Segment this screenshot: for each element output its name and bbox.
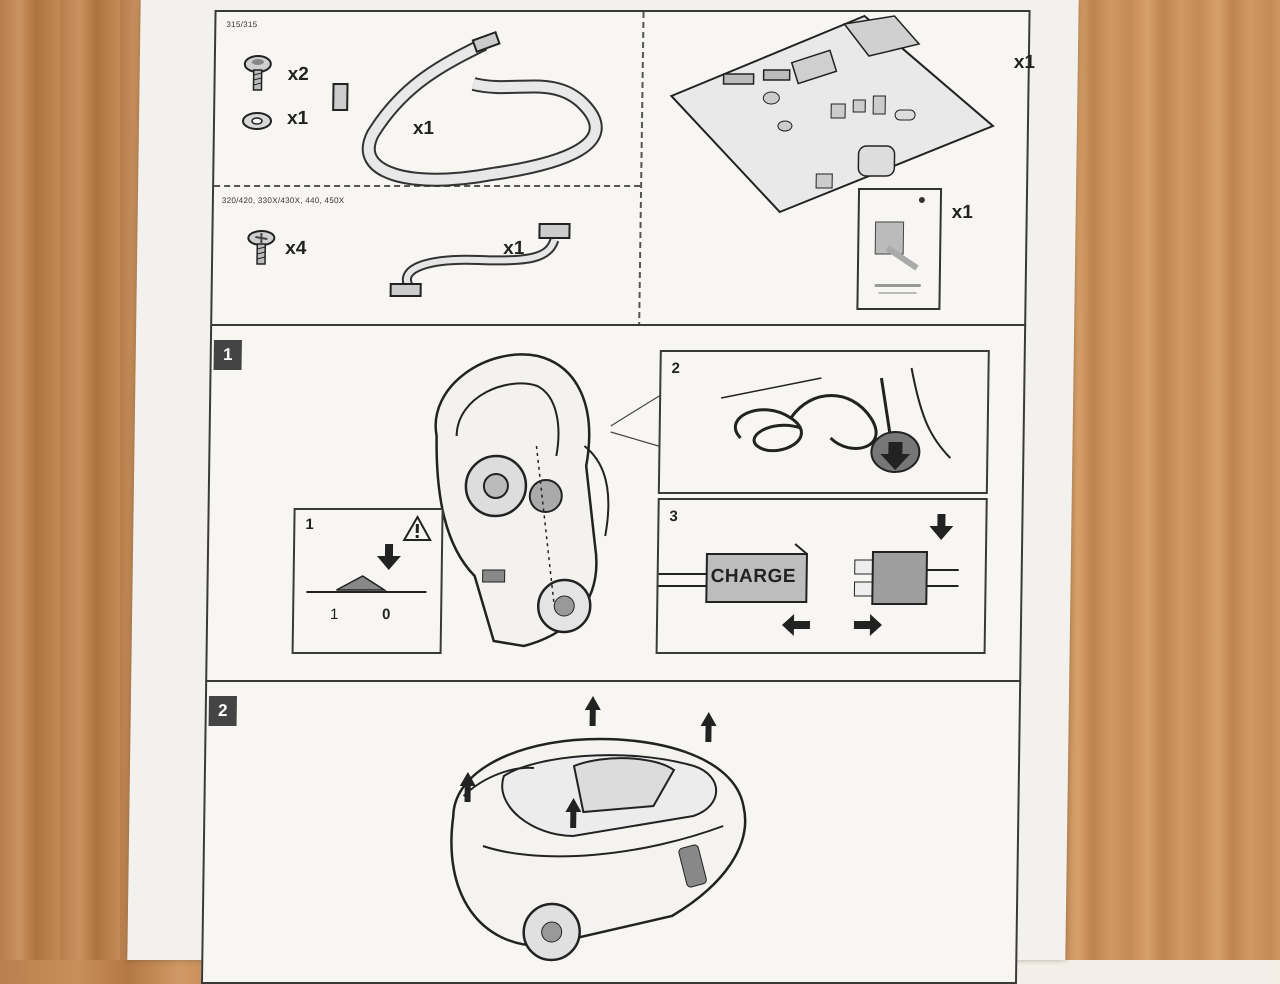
circuit-board-icon <box>669 14 995 214</box>
step1-badge: 1 <box>213 340 242 370</box>
switch-position-on: 1 <box>330 606 339 623</box>
down-arrow-icon <box>376 544 401 570</box>
inset-switch-number: 1 <box>305 516 314 533</box>
screw-icon <box>243 55 272 91</box>
table-surface <box>0 0 1280 960</box>
down-arrow-icon <box>929 514 954 540</box>
instruction-sheet: 315/315 x2 x1 x1 320/420, 330X/430X, 440… <box>127 0 1079 984</box>
cable-bundle-illustration <box>721 367 952 473</box>
charge-connector-label: CHARGE <box>710 566 797 587</box>
group-a-washer-qty: x1 <box>286 108 309 129</box>
group-a-cable-qty: x1 <box>412 118 435 139</box>
booklet-qty: x1 <box>951 202 974 223</box>
step2-panel: 2 <box>200 680 1022 984</box>
manual-booklet-icon <box>856 188 943 310</box>
switch-position-off: 0 <box>382 606 391 623</box>
group-b-model-label: 320/420, 330X/430X, 440, 450X <box>221 196 345 205</box>
left-arrow-icon <box>781 614 811 636</box>
parts-divider-vertical <box>638 12 645 328</box>
short-cable-icon <box>389 223 571 297</box>
step2-badge: 2 <box>208 696 237 726</box>
ribbon-cable-loop-icon <box>332 30 603 187</box>
step1-panel: 1 1 <box>205 324 1027 686</box>
charge-connector-illustration <box>658 543 959 605</box>
right-arrow-icon <box>853 614 882 636</box>
warning-icon <box>402 514 432 541</box>
parts-panel: 315/315 x2 x1 x1 320/420, 330X/430X, 440… <box>210 10 1035 330</box>
mower-open-illustration <box>434 353 610 648</box>
group-b-screw-qty: x4 <box>285 238 307 259</box>
step1-inset-connector: 3 CHARGE <box>655 498 988 654</box>
power-switch-icon <box>306 575 427 593</box>
table-right-wood <box>1060 0 1280 960</box>
group-a-model-label: 315/315 <box>226 20 258 29</box>
step1-inset-cable: 2 <box>657 350 990 494</box>
step1-inset-switch: 1 1 0 <box>291 508 444 654</box>
group-b-cable-qty: x1 <box>503 238 525 259</box>
screw-icon <box>247 230 276 265</box>
washer-icon <box>242 112 273 130</box>
table-left-wood <box>0 0 142 960</box>
group-a-screw-qty: x2 <box>287 64 309 85</box>
circuit-board-qty: x1 <box>1013 52 1036 73</box>
callout-leader-lines <box>610 395 660 447</box>
mower-body-lift-illustration <box>450 696 747 962</box>
